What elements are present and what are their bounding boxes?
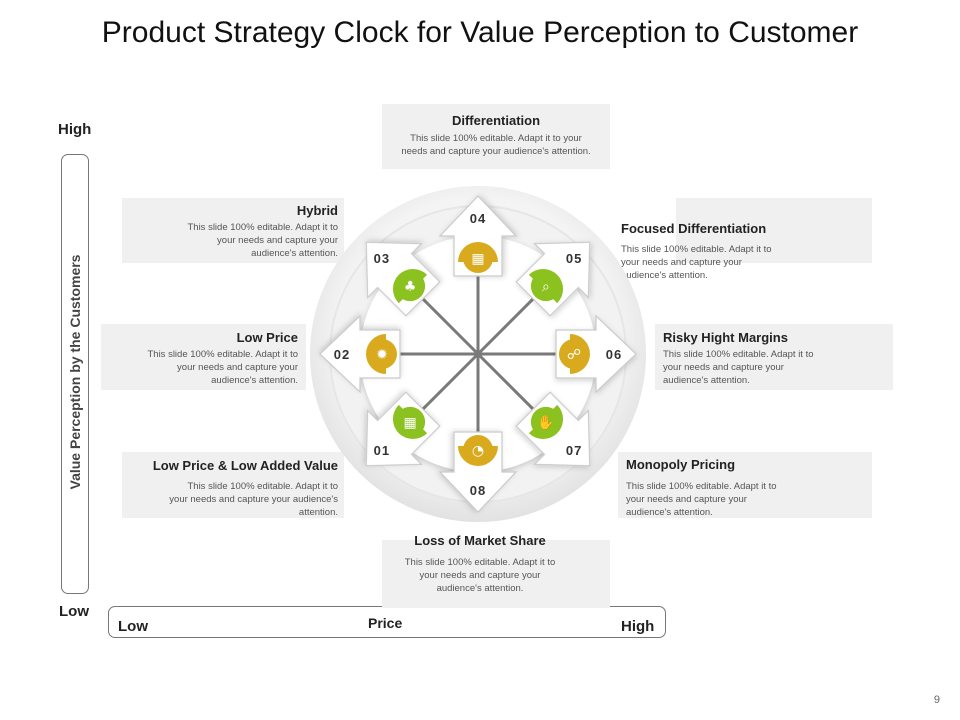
card-body: This slide 100% editable. Adapt it to yo…: [169, 481, 338, 518]
card-title-loss-of-market-share: Loss of Market Share: [414, 533, 546, 548]
vertical-axis-low: Low: [59, 603, 89, 620]
strategy-arrow-07: [515, 391, 591, 467]
calculator-icon: ▦: [404, 415, 417, 431]
pie-chart-icon: ◔: [472, 443, 484, 459]
clock-center: [474, 350, 482, 358]
strategy-arrow-04: [438, 195, 518, 277]
horizontal-axis-low: Low: [118, 618, 148, 635]
horizontal-axis-high: High: [621, 618, 655, 635]
card-body: This slide 100% editable. Adapt it to yo…: [147, 349, 298, 386]
card-body: This slide 100% editable. Adapt it to yo…: [663, 349, 814, 386]
strategy-arrow-06: [555, 314, 637, 394]
arrow-color-disc: [530, 406, 561, 437]
arrow-color-disc: [395, 406, 426, 437]
strategy-number: 08: [470, 483, 486, 498]
hand-gear-icon: ✋: [537, 414, 554, 431]
card-title: Risky Hight Margins: [663, 330, 788, 345]
strategy-arrow-01: [365, 391, 441, 467]
arrow-color-disc: [463, 435, 493, 465]
card-differentiation: Differentiation This slide 100% editable…: [382, 104, 610, 169]
magnifier-icon: ⌕: [542, 279, 550, 295]
card-body: This slide 100% editable. Adapt it to yo…: [187, 222, 338, 259]
card-body: This slide 100% editable. Adapt it to yo…: [401, 133, 591, 157]
arrow-color-disc: [367, 339, 397, 369]
card-focused-differentiation-bg: [676, 198, 872, 263]
strategy-number: 04: [470, 211, 486, 226]
grid-icon: ▦: [471, 251, 484, 267]
strategy-number: 02: [334, 347, 350, 362]
card-title: Low Price & Low Added Value: [152, 458, 338, 473]
arrow-shape: [365, 391, 441, 467]
gear-dollar-icon: ✹: [376, 347, 388, 363]
card-title-focused-differentiation: Focused Differentiation: [621, 221, 767, 236]
handshake-icon: ☍: [567, 347, 581, 363]
arrow-color-disc: [463, 243, 493, 273]
card-body: This slide 100% editable. Adapt it to yo…: [626, 481, 777, 518]
strategy-number: 05: [566, 251, 582, 266]
card-low-price-low-added-value: Low Price & Low Added Value This slide 1…: [122, 452, 344, 518]
card-low-price: Low Price This slide 100% editable. Adap…: [101, 324, 306, 390]
strategy-arrow-05: [515, 241, 591, 317]
card-monopoly-pricing: Monopoly Pricing This slide 100% editabl…: [618, 452, 872, 518]
shapes-icon: ♣: [404, 279, 417, 295]
card-title: Low Price: [236, 330, 298, 345]
clock-arrows: ▦ 01 ✹ 02 ♣ 03 ▦ 04 ⌕ 05 ☍ 06 ✋ 07 ◔ 08: [319, 195, 637, 513]
card-risky-hight-margins: Risky Hight Margins This slide 100% edit…: [655, 324, 893, 390]
strategy-arrow-08: [438, 431, 518, 513]
strategy-number: 01: [374, 443, 390, 458]
horizontal-axis-label: Price: [368, 615, 403, 631]
page-number: 9: [933, 694, 940, 706]
card-title: Differentiation: [451, 113, 541, 128]
card-loss-of-market-share-bg: [382, 540, 610, 608]
card-title: Monopoly Pricing: [626, 457, 736, 472]
arrow-color-disc: [530, 271, 561, 302]
card-hybrid: Hybrid This slide 100% editable. Adapt i…: [122, 198, 344, 263]
slide-title: Product Strategy Clock for Value Percept…: [101, 16, 859, 49]
strategy-number: 07: [566, 443, 582, 458]
vertical-axis-high: High: [58, 121, 92, 138]
strategy-number: 03: [374, 251, 390, 266]
card-body-loss-of-market-share: This slide 100% editable. Adapt it to yo…: [404, 557, 556, 594]
strategy-arrow-02: [319, 314, 401, 394]
card-body-focused-differentiation: This slide 100% editable. Adapt it to yo…: [621, 244, 772, 281]
arrow-color-disc: [395, 271, 426, 302]
strategy-arrow-03: [365, 241, 441, 317]
vertical-axis-bar: [61, 154, 89, 594]
strategy-number: 06: [606, 347, 622, 362]
card-title: Hybrid: [296, 203, 338, 218]
arrow-color-disc: [559, 339, 589, 369]
